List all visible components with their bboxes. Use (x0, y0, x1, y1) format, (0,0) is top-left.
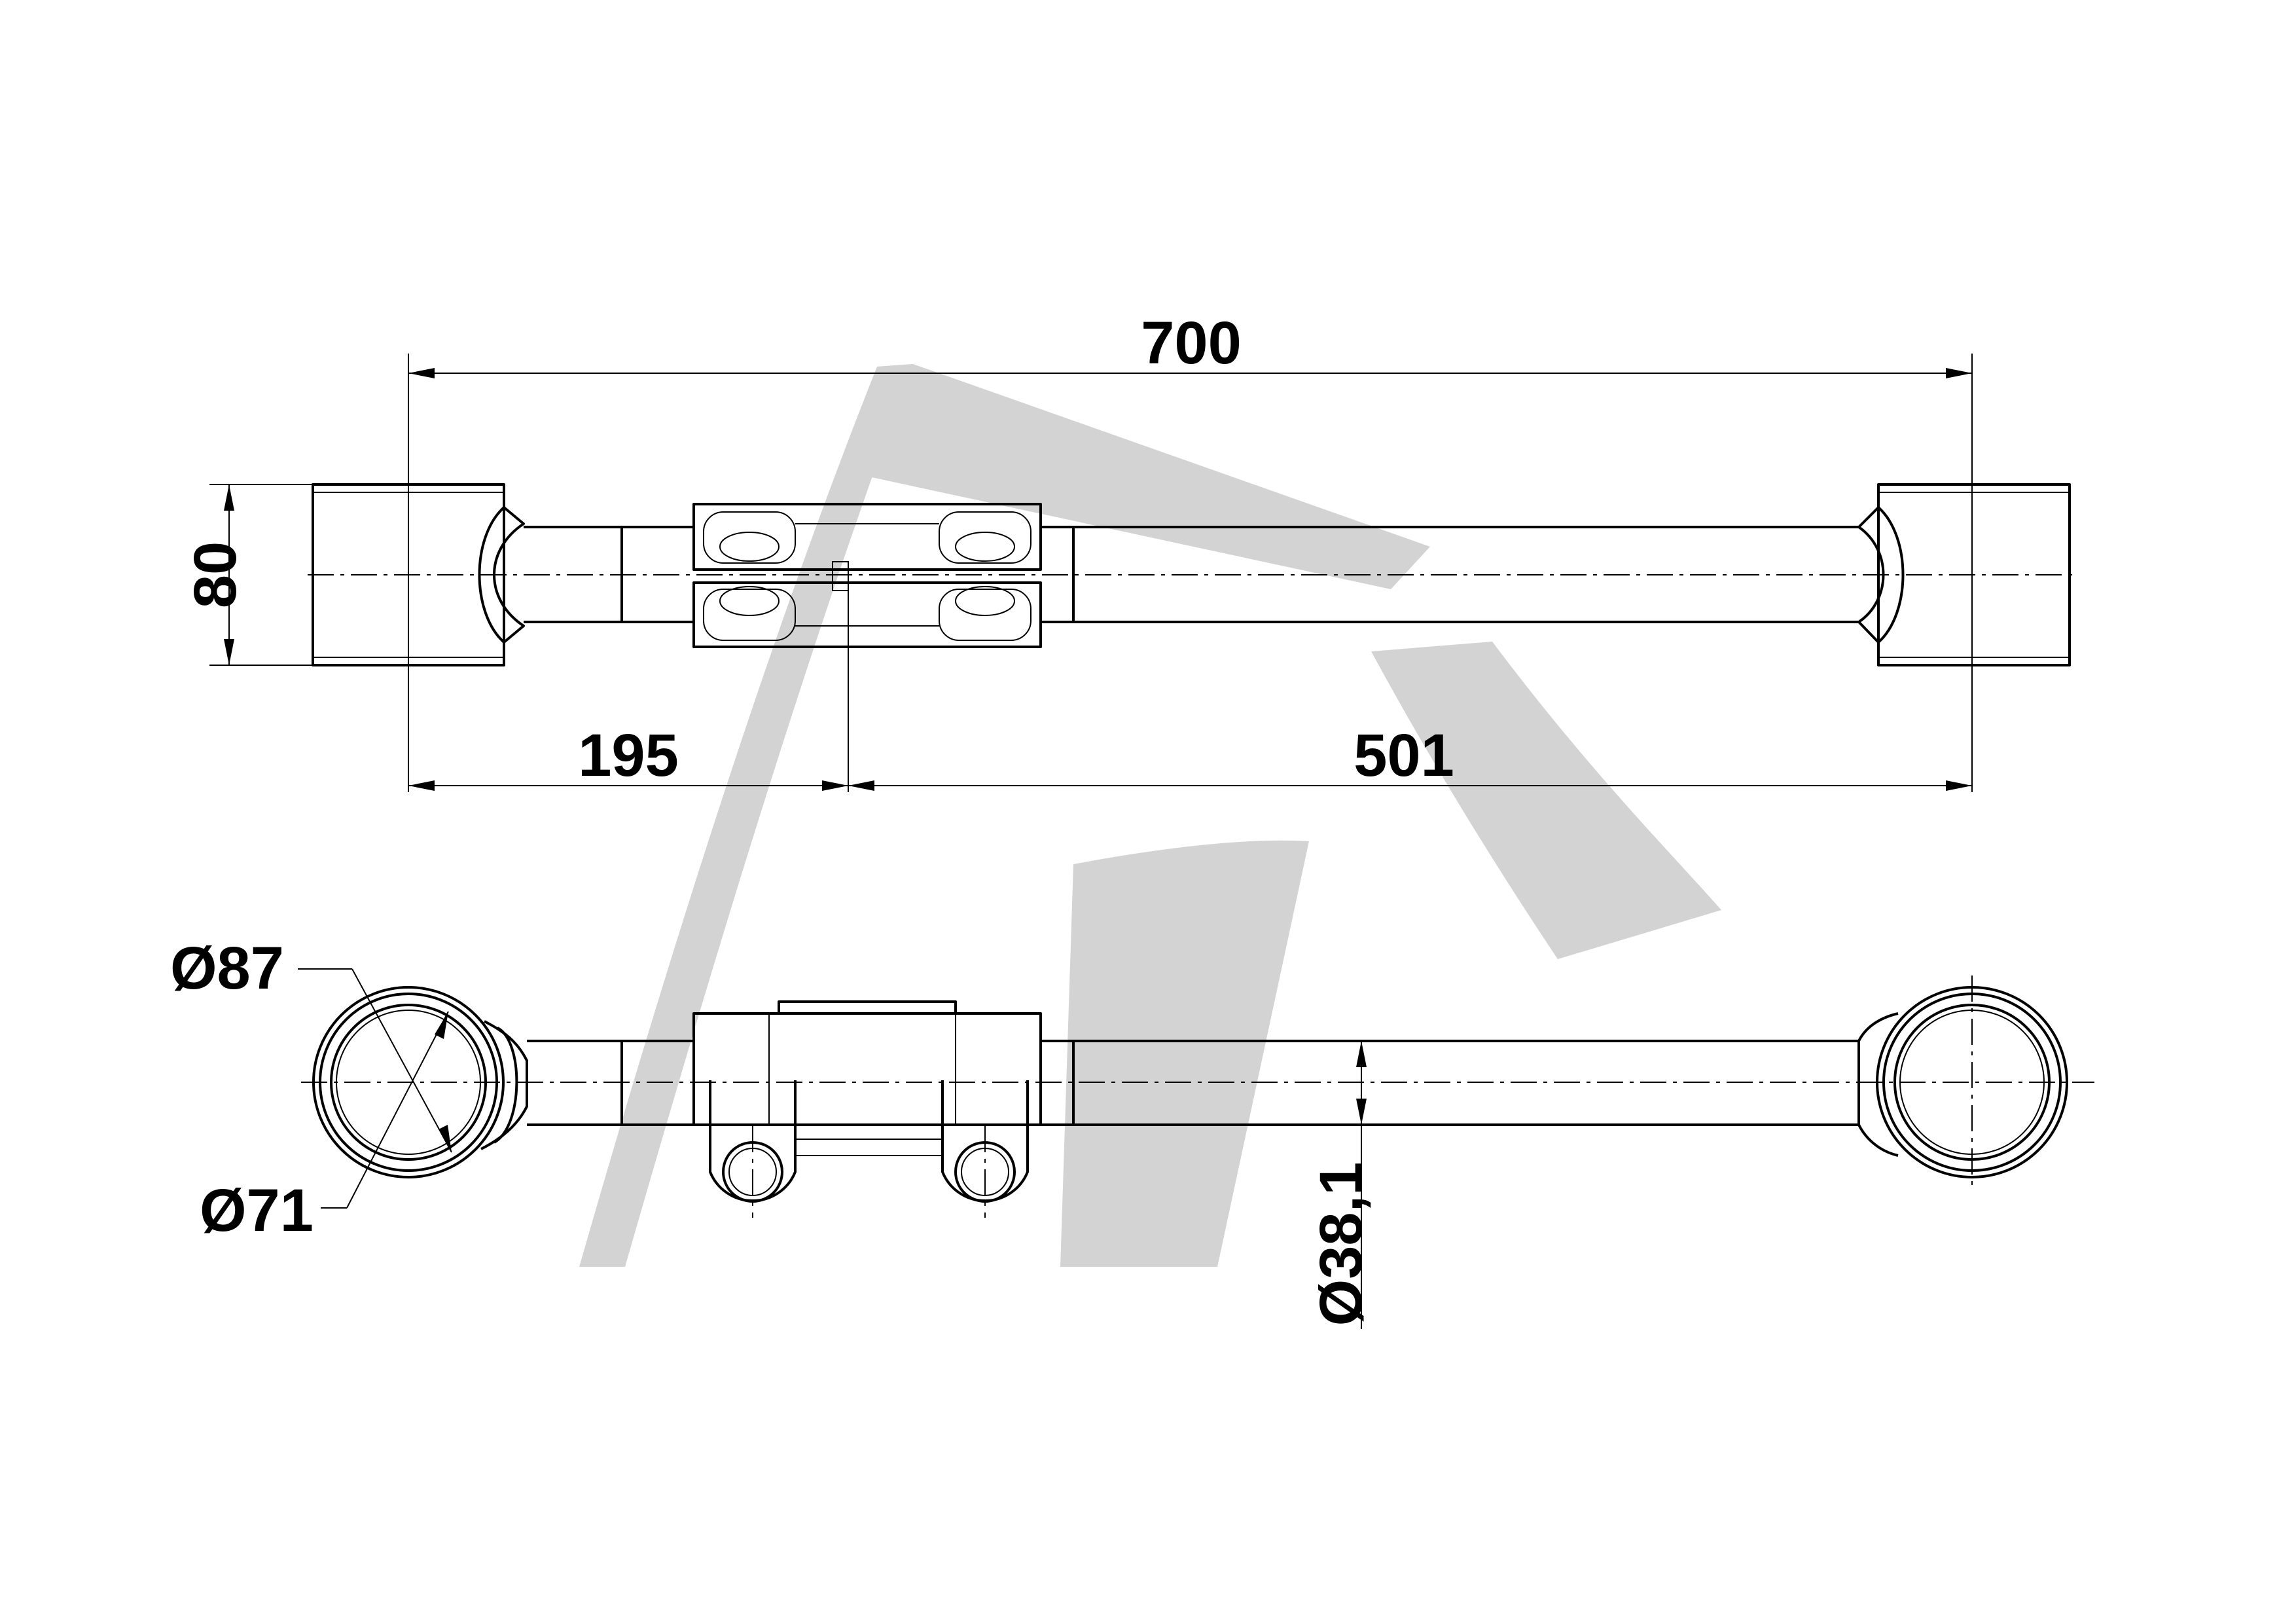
dimension-right-offset: 501 (1354, 722, 1454, 789)
dimension-left-offset: 195 (578, 722, 679, 789)
dimension-inner-diameter: Ø71 (200, 1177, 314, 1244)
dimension-overall-length: 700 (1141, 310, 1242, 376)
top-view (308, 483, 2078, 666)
dimension-tube-diameter: Ø38,1 (1308, 1162, 1374, 1326)
top-view-dimensions: 700 80 195 501 (182, 310, 1973, 792)
front-view-dimensions: Ø87 Ø71 Ø38,1 (170, 935, 1374, 1329)
watermark-logo (579, 364, 1721, 1267)
dimension-height: 80 (182, 541, 249, 608)
front-view (301, 976, 2094, 1218)
dimension-outer-diameter: Ø87 (170, 935, 284, 1002)
